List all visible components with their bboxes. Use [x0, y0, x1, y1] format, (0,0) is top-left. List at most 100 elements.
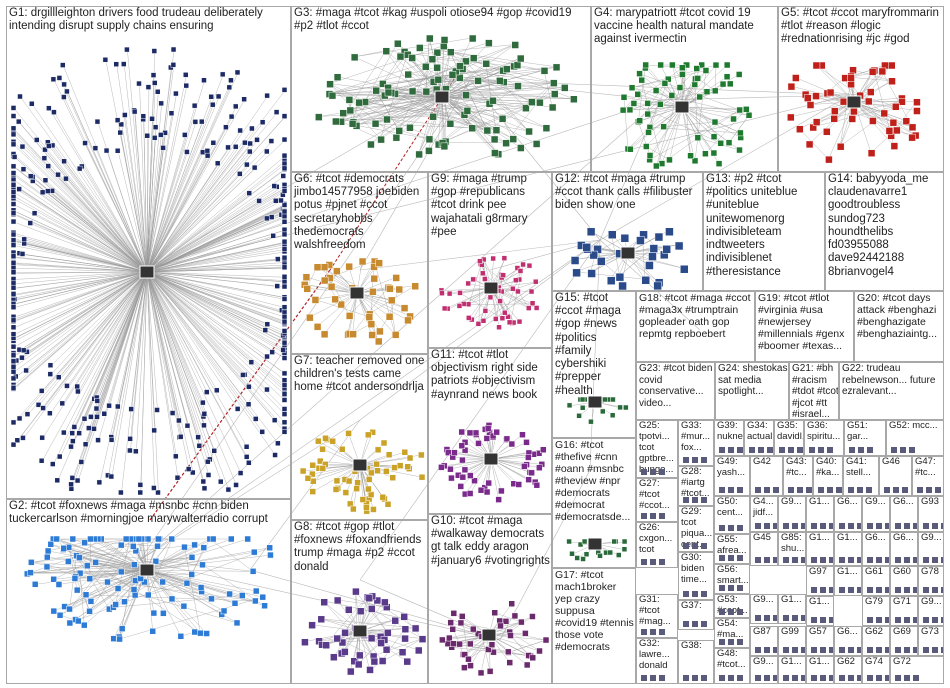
node	[50, 607, 58, 615]
group-g12: G12: #tcot #maga #trump #ccot thank call…	[552, 172, 703, 291]
node	[10, 201, 17, 207]
edge	[146, 271, 239, 410]
node	[150, 609, 158, 617]
node	[652, 87, 660, 94]
edge	[13, 271, 148, 295]
node	[160, 145, 166, 151]
node	[440, 36, 449, 44]
group-nodes	[783, 647, 805, 653]
node	[796, 125, 804, 133]
node	[857, 557, 861, 563]
edge	[441, 96, 546, 128]
node	[55, 581, 63, 588]
node	[737, 447, 743, 453]
edge	[146, 271, 286, 308]
edge	[38, 271, 148, 406]
node	[900, 447, 906, 453]
node	[827, 447, 833, 453]
node	[820, 587, 826, 593]
edge	[359, 457, 411, 466]
node	[275, 256, 281, 262]
edge	[146, 151, 209, 273]
node	[472, 429, 480, 437]
edge	[681, 106, 691, 156]
edge	[24, 239, 148, 273]
edge	[623, 97, 629, 149]
node	[935, 487, 941, 493]
node	[788, 447, 794, 453]
edge	[78, 271, 148, 393]
node	[306, 313, 314, 322]
node	[86, 575, 94, 583]
node	[108, 473, 115, 480]
edge	[62, 271, 148, 404]
group-g6x: G6...	[834, 626, 862, 656]
node	[885, 617, 889, 623]
edge	[500, 625, 540, 652]
group-g97: G97	[806, 566, 834, 596]
node	[489, 432, 497, 440]
group-label: G30: biden time...	[681, 552, 707, 585]
node	[50, 76, 57, 83]
node	[345, 262, 353, 271]
node	[649, 244, 659, 253]
node	[466, 429, 474, 437]
group-label: G52: mcc...	[889, 420, 938, 431]
edge	[74, 271, 148, 428]
node	[719, 585, 725, 591]
node	[121, 598, 128, 606]
node	[641, 559, 647, 565]
node	[45, 163, 52, 169]
node	[281, 246, 288, 252]
edge	[32, 104, 148, 273]
node	[114, 148, 121, 154]
edge	[328, 65, 514, 94]
group-nodes	[923, 523, 943, 529]
edge	[146, 271, 206, 415]
node	[10, 163, 17, 170]
edge	[146, 216, 286, 273]
node	[280, 173, 287, 179]
edge	[146, 139, 286, 273]
group-label: G2: #tcot #foxnews #maga #msnbc #cnn bid…	[9, 500, 268, 526]
node	[801, 647, 805, 653]
node	[876, 523, 882, 529]
edge	[645, 64, 683, 68]
group-label: G6...	[837, 626, 858, 637]
node	[177, 433, 184, 440]
edge	[53, 271, 148, 465]
group-label: G1: drgillleighton drivers food trudeau …	[9, 7, 263, 33]
group-g1x: G1...	[806, 656, 834, 684]
edge	[146, 72, 239, 273]
node	[281, 429, 288, 435]
node	[941, 523, 943, 529]
hub-node	[587, 395, 603, 409]
group-g78: G78	[918, 566, 944, 596]
group-label: G22: trudeau rebelnewson... future ezral…	[842, 363, 936, 397]
node	[587, 269, 596, 278]
node	[641, 513, 647, 519]
node	[806, 101, 815, 109]
node	[61, 429, 67, 436]
edge	[312, 464, 361, 475]
edge	[146, 208, 286, 273]
node	[87, 535, 94, 543]
node	[309, 470, 316, 478]
node	[333, 477, 341, 485]
edge	[13, 234, 148, 273]
node	[820, 523, 826, 529]
node	[737, 609, 743, 615]
node	[302, 273, 311, 281]
node	[829, 675, 833, 681]
node	[145, 84, 152, 90]
group-label: G42	[753, 456, 771, 467]
edge	[356, 292, 410, 317]
edge	[441, 85, 518, 143]
node	[516, 54, 525, 63]
group-label: G47: #tc...	[915, 456, 936, 478]
node	[31, 210, 38, 216]
node	[333, 73, 342, 81]
group-label: G10: #tcot #maga #walkaway democrats gt …	[431, 515, 550, 567]
group-nodes	[683, 621, 707, 627]
node	[583, 551, 590, 558]
